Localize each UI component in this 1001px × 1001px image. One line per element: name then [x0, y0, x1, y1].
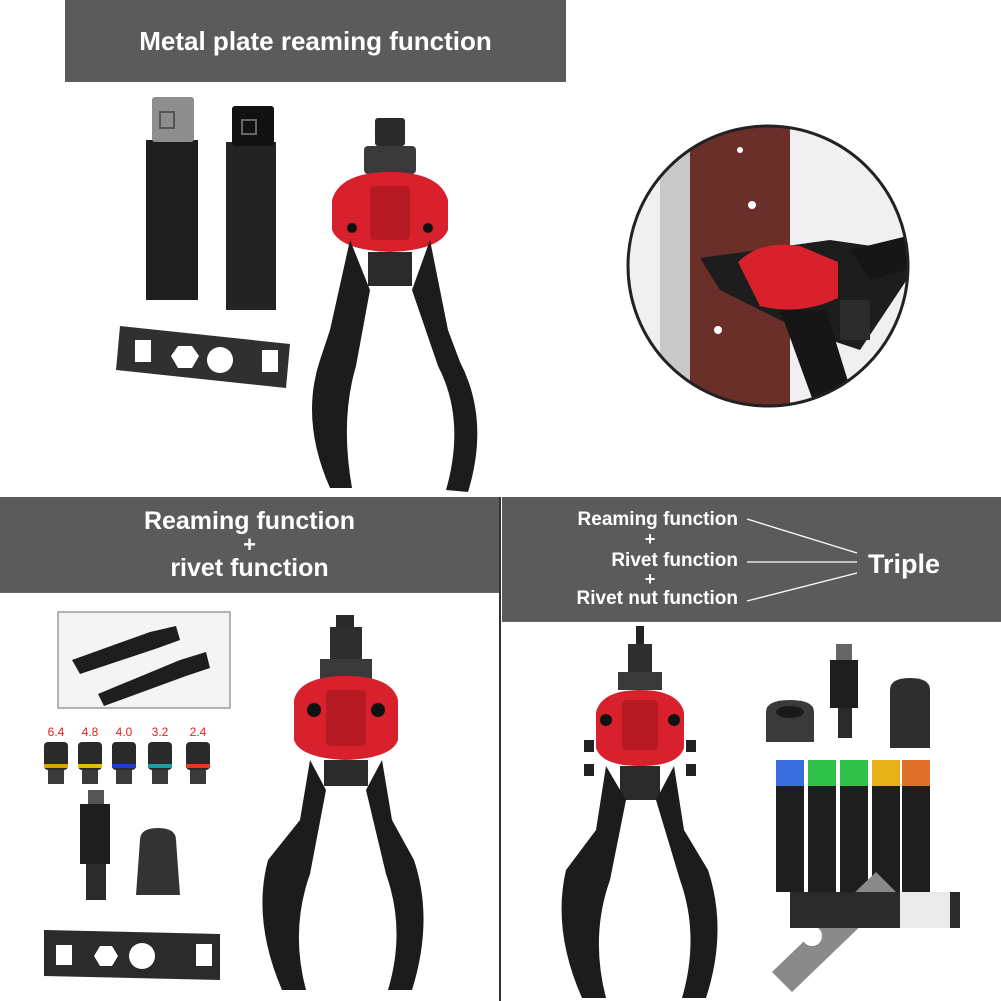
mandrel-and-sleeve: [80, 790, 180, 900]
top-banner-title: Metal plate reaming function: [139, 25, 492, 56]
wrench: [116, 326, 290, 388]
nozzle-3: [112, 742, 136, 784]
top-banner: Metal plate reaming function: [65, 0, 566, 82]
bottom-right-line3: Rivet nut function: [576, 588, 738, 609]
bottom-left-banner: Reaming function + rivet function: [0, 497, 499, 592]
bottom-right-line2: Rivet function: [611, 550, 738, 571]
bottom-right-plus2: +: [644, 569, 656, 589]
mandrel-inset-box: [57, 611, 231, 709]
bit-holder-5: [902, 760, 930, 892]
nozzle-set: 6.4 4.8 4.0 3.2 2.4: [44, 725, 210, 784]
accessories-right: [766, 644, 930, 748]
size-label-2: 4.8: [82, 725, 99, 739]
bottom-right-triple: Triple: [868, 549, 941, 579]
inset-circle: [626, 124, 910, 408]
nozzle-1: [44, 742, 68, 784]
riveter-tool-bottom-right: [561, 626, 718, 998]
nozzle-4: [148, 742, 172, 784]
bit-holder-1: [776, 760, 804, 892]
colored-bit-holders: [776, 760, 930, 892]
bit-holder-black: [226, 106, 276, 310]
size-label-1: 6.4: [48, 725, 65, 739]
nozzle-5: [186, 742, 210, 784]
bottom-right-line1: Reaming function: [577, 509, 738, 530]
top-panel-illustration: [116, 97, 910, 492]
wrench-bottom: [44, 930, 220, 980]
bit-holder-grey: [146, 97, 198, 300]
bottom-right-banner: Reaming function + Rivet function + Rive…: [502, 497, 1001, 621]
riveter-tool-bottom-left: [262, 615, 424, 990]
bit-holder-2: [808, 760, 836, 892]
bit-holder-3: [840, 760, 868, 892]
right-divider: [502, 621, 1001, 622]
bottom-left-line1: Reaming function: [143, 506, 356, 535]
vertical-divider: [499, 497, 501, 1001]
size-label-4: 3.2: [152, 725, 169, 739]
bracket-lines: [746, 518, 858, 602]
bottom-right-plus1: +: [644, 529, 656, 549]
left-divider: [0, 592, 499, 593]
nozzle-2: [78, 742, 102, 784]
grey-holder-lying: [790, 892, 960, 928]
riveter-tool-top: [312, 118, 478, 492]
size-label-5: 2.4: [190, 725, 207, 739]
size-label-3: 4.0: [116, 725, 133, 739]
bottom-left-line2: rivet function: [170, 553, 329, 582]
bottom-left-plus: +: [243, 531, 256, 557]
